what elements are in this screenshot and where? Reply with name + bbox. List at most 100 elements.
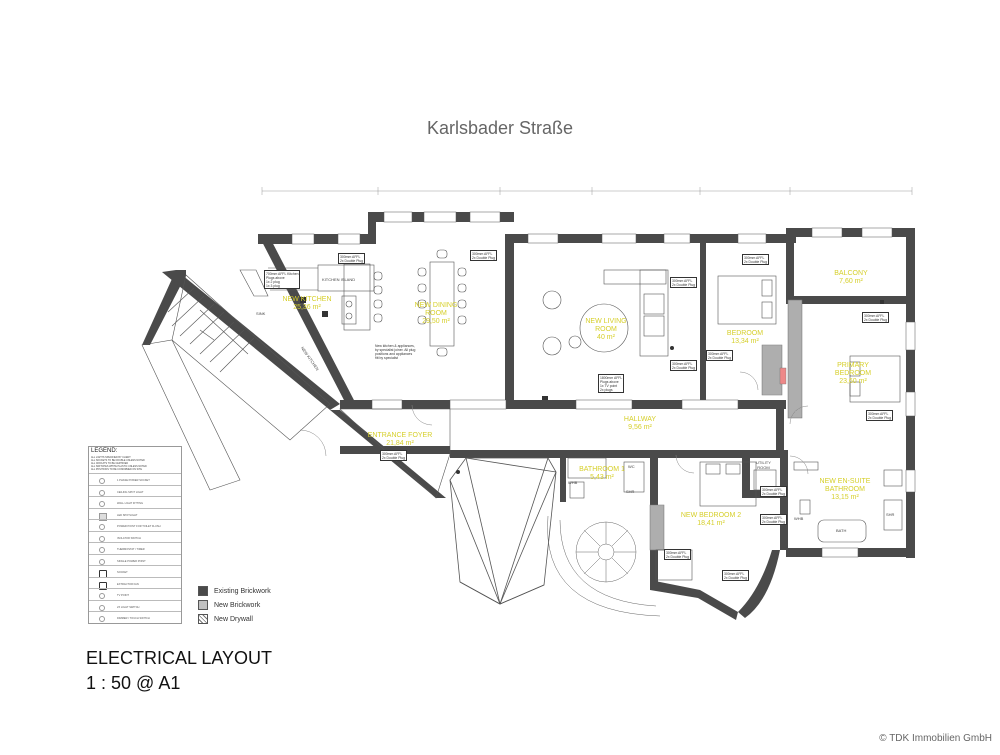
legend-symbol-icon (99, 478, 105, 484)
legend-symbol-icon (99, 604, 105, 611)
legend-row: CEILING SPOT LIGHT (89, 484, 181, 500)
key-new-brick-label: New Brickwork (214, 601, 261, 609)
legend-symbol-icon (99, 593, 105, 599)
legend-row: WALL LIGHT FITTING (89, 496, 181, 511)
legend-symbol-icon (99, 616, 105, 622)
room-new-ensuite: NEW EN-SUITE BATHROOM 13,15 m² (819, 478, 871, 501)
whb-label: WHB (568, 480, 578, 485)
note-double-plug-foyer: 300mm AFFL 2x Double Plug (380, 450, 407, 461)
note-double-plug-primary: 300mm AFFL 2x Double Plug (862, 312, 889, 323)
note-double-plug-bedroom-2: 300mm AFFL 2x Double Plug (706, 350, 733, 361)
legend-item-label: TV POINT (117, 594, 129, 597)
bath-label: BATH (836, 528, 847, 533)
key-new-drywall: New Drywall (198, 612, 271, 626)
note-double-plug-living-2: 300mm AFFL 2x Double Plug (670, 360, 697, 371)
bay-window (449, 457, 557, 605)
legend-item-label: EXTRACTOR FAN (117, 582, 139, 586)
dimension-line (261, 187, 913, 195)
legend-row: SOCKET (89, 565, 181, 580)
legend-symbol-icon (99, 570, 107, 578)
legend-row: SINGLE POWER POINT (89, 553, 181, 569)
swatch-new-drywall (198, 614, 208, 624)
new-brickwork (649, 299, 803, 551)
legend-symbol-icon (99, 512, 107, 521)
legend: LEGEND: ALL LIGHTS SPECIFIED BY CLIENT A… (88, 446, 182, 624)
legend-item-label: POWER POINT FOR TOILET FLUSH (117, 525, 161, 528)
material-key: Existing Brickwork New Brickwork New Dry… (198, 584, 271, 626)
legend-symbol-icon (99, 535, 105, 542)
note-double-plug-bed2: 300mm AFFL 2x Double Plug (760, 514, 787, 525)
room-hallway: HALLWAY 9,56 m² (623, 416, 657, 431)
legend-symbol-icon (99, 547, 105, 553)
swatch-existing (198, 586, 208, 596)
legend-row: LED SPOTLIGHT (89, 507, 181, 523)
legend-title: LEGEND: (91, 448, 118, 454)
drawing-scale: 1 : 50 @ A1 (86, 673, 181, 693)
note-double-plug-utility: 300mm AFFL 2x Double Plug (760, 486, 787, 497)
living-furniture (542, 269, 669, 357)
whb-label-ensuite: WHB (794, 516, 804, 521)
room-new-kitchen: NEW KITCHEN 25,36 m² (282, 296, 332, 311)
key-new-brick: New Brickwork (198, 598, 271, 612)
spiral-stair (547, 515, 661, 617)
kitchen-furniture (239, 249, 467, 357)
note-double-plug-bed2-2: 300mm AFFL 2x Double Plug (664, 549, 691, 560)
legend-item-label: CEILING SPOT LIGHT (117, 490, 144, 494)
shr-label-ensuite: SHR (886, 512, 895, 517)
legend-symbol-icon (99, 501, 105, 507)
legend-item-label: 1 PHASE POWER SOCKET (117, 479, 150, 482)
legend-item-label: DIMMER / TOUCH SWITCH (117, 617, 150, 620)
note-double-plug-bed2-3: 300mm AFFL 2x Double Plug (722, 570, 749, 581)
legend-item-label: SINGLE POWER POINT (117, 559, 146, 563)
legend-row: 2X LIGHT SWITCH (89, 599, 181, 615)
room-balcony: BALCONY 7,60 m² (834, 270, 868, 285)
note-double-plug-bedroom: 300mm AFFL 2x Double Plug (742, 254, 769, 265)
room-new-bedroom-2: NEW BEDROOM 2 18,41 m² (680, 512, 742, 527)
legend-symbol-icon (99, 489, 105, 496)
room-new-living: NEW LIVING ROOM 40 m² (585, 318, 627, 341)
legend-row: 1 PHASE POWER SOCKET (89, 473, 181, 488)
copyright-credit: © TDK Immobilien GmbH (879, 733, 992, 744)
street-name: Karlsbader Straße (426, 118, 574, 138)
note-tv-plugs: 1800mm AFFL Plugs above 1x TV point 2x p… (598, 374, 625, 393)
legend-row: POWER POINT FOR TOILET FLUSH (89, 519, 181, 534)
legend-item-label: SOCKET (117, 571, 128, 574)
key-new-drywall-label: New Drywall (214, 615, 253, 623)
note-kitchen-spec: New kitchen & appliances, by specialist … (375, 343, 416, 360)
legend-row: THERMOSTAT / TIMER (89, 542, 181, 557)
legend-symbol-icon (99, 524, 105, 530)
key-existing: Existing Brickwork (198, 584, 271, 598)
entrance-foyer-outline (339, 408, 451, 499)
note-double-plug-dining: 300mm AFFL 2x Double Plug (470, 250, 497, 261)
sink-label: SINK (256, 311, 266, 316)
legend-item-label: ISOLATOR SWITCH (117, 536, 141, 540)
door-swings (299, 371, 809, 475)
legend-item-label: WALL LIGHT FITTING (117, 502, 143, 505)
key-existing-label: Existing Brickwork (214, 587, 271, 595)
note-double-plug-living: 300mm AFFL 2x Double Plug (670, 277, 697, 288)
legend-symbol-icon (99, 581, 107, 590)
legend-row: EXTRACTOR FAN (89, 576, 181, 592)
note-kitchen-plugs: 700mm AFFL Kitchen Plugs above 1x 2 plug… (264, 270, 301, 289)
bedroom-furniture (655, 275, 901, 581)
note-double-plug-kitchen: 300mm AFFL 2x Double Plug (338, 253, 365, 264)
swatch-new-brick (198, 600, 208, 610)
legend-item-label: 2X LIGHT SWITCH (117, 605, 140, 609)
legend-notes: ALL LIGHTS SPECIFIED BY CLIENT ALL SOCKE… (91, 456, 147, 471)
wc-label: WC (628, 464, 635, 469)
room-bedroom: BEDROOM 13,34 m² (726, 330, 764, 345)
legend-item-label: THERMOSTAT / TIMER (117, 548, 145, 551)
legend-row: ISOLATOR SWITCH (89, 530, 181, 546)
note-double-plug-primary-2: 300mm AFFL 2x Double Plug (866, 410, 893, 421)
legend-row: TV POINT (89, 588, 181, 603)
drawing-title: ELECTRICAL LAYOUT (86, 648, 273, 668)
legend-symbol-icon (99, 558, 105, 565)
legend-item-label: LED SPOTLIGHT (117, 513, 138, 517)
kitchen-island-label: KITCHEN ISLAND (322, 277, 356, 282)
legend-row: DIMMER / TOUCH SWITCH (89, 611, 181, 626)
shr-label: SHR (626, 489, 635, 494)
room-utility: UTILITY ROOM (756, 460, 771, 470)
room-bathroom: BATHROOM 1 5,43 m² (579, 466, 625, 481)
windows (291, 211, 916, 558)
room-new-dining: NEW DINING ROOM 29,50 m² (414, 302, 458, 325)
